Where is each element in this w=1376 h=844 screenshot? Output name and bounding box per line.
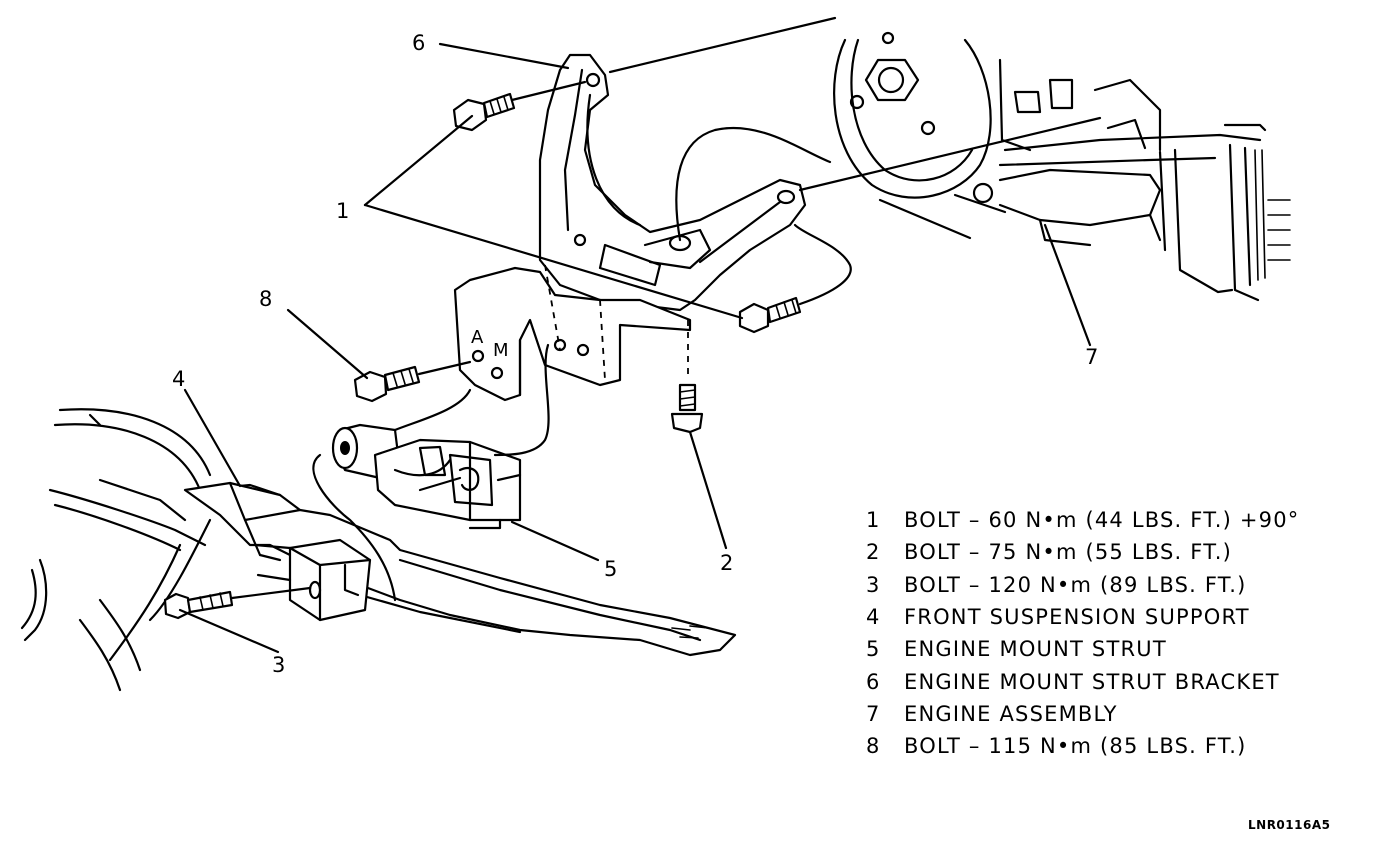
engine-mount-strut-drawing — [331, 343, 550, 530]
legend-number: 8 — [866, 734, 881, 759]
callout-7: 7 — [1085, 345, 1098, 369]
callout-2: 2 — [720, 551, 733, 575]
bracket-letter-m: M — [493, 340, 509, 361]
callout-5: 5 — [604, 557, 617, 581]
legend: 1 BOLT – 60 N•m (44 LBS. FT.) +90° 2 BOL… — [866, 504, 1346, 762]
bolt-left-drawing — [353, 365, 421, 403]
legend-number: 4 — [866, 605, 881, 630]
callout-numbers: 6 1 8 4 3 5 2 7 — [172, 31, 1098, 677]
legend-text: BOLT – 75 N•m (55 LBS. FT.) — [904, 540, 1232, 565]
legend-number: 6 — [866, 669, 881, 694]
callout-6: 6 — [412, 31, 425, 55]
legend-number: 3 — [866, 572, 881, 597]
legend-text: ENGINE ASSEMBLY — [904, 701, 1118, 726]
mount-bracket-drawing: A M — [353, 264, 704, 434]
legend-text: BOLT – 115 N•m (85 LBS. FT.) — [904, 734, 1247, 759]
legend-text: FRONT SUSPENSION SUPPORT — [904, 605, 1250, 630]
legend-row: 4 FRONT SUSPENSION SUPPORT — [866, 601, 1346, 633]
bolt-top-drawing — [452, 92, 516, 132]
engine-assembly-drawing — [833, 31, 1291, 302]
legend-number: 2 — [866, 540, 881, 565]
legend-row: 3 BOLT – 120 N•m (89 LBS. FT.) — [866, 569, 1346, 601]
callout-1: 1 — [336, 199, 349, 223]
bolt-right-drawing — [738, 296, 802, 334]
legend-number: 1 — [866, 508, 881, 533]
legend-text: BOLT – 60 N•m (44 LBS. FT.) +90° — [904, 508, 1300, 533]
bracket-letter-a: A — [471, 327, 484, 348]
legend-row: 1 BOLT – 60 N•m (44 LBS. FT.) +90° — [866, 504, 1346, 536]
legend-row: 2 BOLT – 75 N•m (55 LBS. FT.) — [866, 536, 1346, 568]
strut-bracket-drawing — [452, 16, 1102, 334]
callout-3: 3 — [272, 653, 285, 677]
legend-row: 7 ENGINE ASSEMBLY — [866, 698, 1346, 730]
front-suspension-support-drawing — [20, 408, 737, 692]
leader-lines — [178, 42, 1092, 654]
callout-4: 4 — [172, 367, 185, 391]
legend-number: 5 — [866, 637, 881, 662]
legend-row: 8 BOLT – 115 N•m (85 LBS. FT.) — [866, 730, 1346, 762]
legend-row: 6 ENGINE MOUNT STRUT BRACKET — [866, 665, 1346, 697]
callout-8: 8 — [259, 287, 272, 311]
legend-text: ENGINE MOUNT STRUT BRACKET — [904, 669, 1280, 694]
legend-text: BOLT – 120 N•m (89 LBS. FT.) — [904, 572, 1247, 597]
bolt-vertical-drawing — [670, 383, 704, 434]
legend-number: 7 — [866, 701, 881, 726]
figure-code: LNR0116A5 — [1248, 818, 1331, 832]
bolt-bottom-drawing — [163, 590, 234, 620]
legend-row: 5 ENGINE MOUNT STRUT — [866, 633, 1346, 665]
legend-text: ENGINE MOUNT STRUT — [904, 637, 1167, 662]
